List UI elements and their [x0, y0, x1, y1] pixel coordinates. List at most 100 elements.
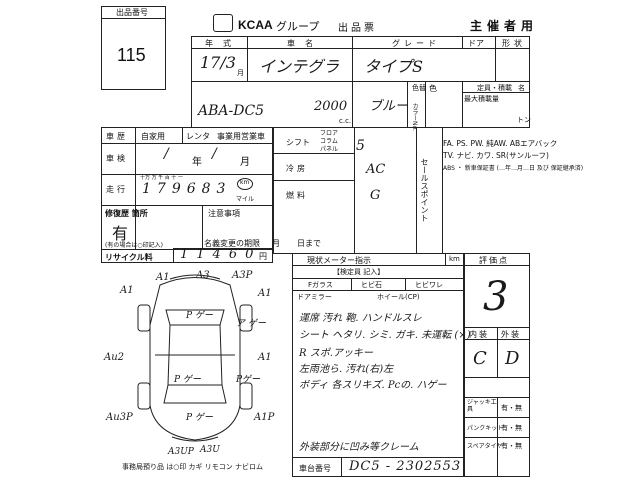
car-value: インテグラ [259, 57, 340, 76]
car-label: 車名 [287, 39, 323, 48]
repair-note: (有の場合は○印記入) [105, 242, 163, 249]
equipment-line3: ABS ・ 新車保証書 (…年…月…日 及び 保証継承済) [443, 165, 584, 172]
month-label: 月 [237, 69, 244, 77]
jack-value: 有・無 [501, 404, 522, 412]
shift-value: 5 [356, 138, 365, 154]
mileage-km: km [240, 179, 250, 186]
inspection-line-2: R スポ.アッキー [299, 348, 373, 359]
lot-box: 出品番号 115 [101, 6, 166, 90]
notes-label: 注意事項 [208, 209, 240, 218]
damage-tag-4: A1 [258, 288, 272, 299]
damage-tag-14: P ゲー [186, 413, 213, 423]
windshield [165, 309, 225, 326]
car-body-outline [149, 277, 241, 441]
score-value: 3 [483, 274, 509, 320]
mileage-digits: 179683 [142, 181, 232, 197]
interior-value: C [473, 348, 487, 369]
legend-text: 事務局預り品 は○印 カギ リモコン ナビロム [122, 463, 264, 471]
damage-tag-0: A1 [156, 272, 170, 283]
chassis-value: DC5 - 2302553 [349, 459, 462, 474]
damage-tag-11: P ゲー [186, 311, 213, 321]
header-organizer: 主催者用 [470, 19, 539, 33]
mileage-units: 十万 万 千 百 十 一 [140, 175, 183, 181]
history-dealer: 営業車 [241, 132, 265, 141]
shaken-label: 車検 [106, 154, 128, 163]
front-right-tire [239, 304, 253, 332]
model-value: ABA-DC5 [198, 103, 265, 119]
shift-panel: パネル [320, 146, 339, 153]
repair-label: 修復歴 箇所 [105, 209, 148, 218]
mirror-label: ドアミラー [297, 293, 332, 301]
fuel-value: G [370, 188, 381, 203]
person-unit: 名 [518, 84, 525, 92]
report-title: 【検定員 記入】 [333, 268, 385, 276]
lot-number: 115 [117, 45, 146, 65]
inspection-line-4: ボディ 各スリキズ. Pcの. ハゲー [299, 380, 447, 391]
load-label: 最大積載量 [464, 95, 499, 103]
logo-mark [213, 14, 233, 32]
shaken-slash-1: / [164, 146, 169, 162]
cc-value: 2000 [314, 99, 348, 114]
damage-tag-5: Au2 [104, 352, 125, 363]
shift-column: コラム [320, 138, 338, 145]
damage-tag-12: ア ゲー [236, 319, 266, 329]
inspection-line-0: 運席 汚れ 鞄. ハンドルスレ [299, 313, 422, 324]
damage-tag-1: A3 [196, 270, 210, 281]
glass-label: Fガラス [308, 281, 333, 289]
transfer-day: 日まで [297, 239, 321, 248]
exterior-label: 外装 [501, 330, 521, 339]
equipment-line2: TV. ナビ. カワ. SR(サンルーフ) [443, 151, 549, 160]
lot-label: 出品番号 [116, 8, 148, 17]
bumper-rear [171, 436, 219, 442]
meter-title: 現状メーター指示 [307, 256, 371, 265]
rear-right-tire [239, 382, 253, 410]
history-rental: レンタ [186, 132, 210, 141]
shift-floor: フロア [320, 130, 339, 137]
ton-unit: トン [517, 116, 531, 124]
color-value: ブルー [369, 99, 409, 114]
inspection-line-7: 外装部分に凹み等クレーム [299, 442, 419, 453]
color-no-label: カラーNo. [411, 103, 418, 131]
sales-point-label: セールスポイント [420, 158, 429, 222]
chassis-label: 車台番号 [299, 464, 331, 473]
wheel-label: ホイール(CP) [377, 293, 420, 301]
recycle-yen: 円 [259, 252, 267, 261]
shaken-month: 月 [240, 157, 250, 168]
damage-tag-13: P ゲー [174, 375, 201, 385]
km-circle [237, 178, 253, 190]
stone-label: ヒビ石 [361, 281, 382, 289]
mileage-label: 走行 [106, 185, 128, 194]
grade-value: タイプS [364, 57, 423, 76]
puncture-value: 有・無 [501, 424, 522, 432]
door-label: ドア [468, 39, 484, 48]
inspection-line-1: シート ヘタリ. シミ. ガキ. 未運転 (×) [299, 330, 471, 341]
car-diagram [137, 274, 253, 442]
front-left-tire [137, 304, 151, 332]
transfer-label: 名義変更の期限 [204, 239, 260, 248]
rear-left-tire [137, 382, 151, 410]
shaken-year: 年 [192, 157, 202, 168]
history-self: 自家用 [141, 132, 165, 141]
shift-label: シフト [286, 138, 310, 147]
damage-tag-2: A3P [232, 270, 253, 281]
transfer-month: 月 [272, 239, 280, 248]
history-business: 事業用 [217, 132, 241, 141]
seats-label: 定員・積載 [477, 84, 512, 92]
exterior-value: D [505, 348, 520, 369]
score-box: 評価点 3 内装 外装 C D ジャッキ工具 有・無 パンクキット 有・無 スペ… [464, 253, 530, 477]
equipment-line1: FA. PS. PW. 純AW. ABエアバック [443, 139, 558, 148]
shift-type-label: 形状 [502, 39, 526, 48]
shift-table: シフト フロア コラム パネル 5 冷房 AC 燃料 G セールスポイント [273, 127, 443, 254]
year-value: 17/3 [200, 53, 236, 72]
damage-tag-7: Au3P [106, 412, 133, 423]
header-doc: 出品票 [338, 23, 377, 34]
damage-tag-8: A1P [254, 412, 275, 423]
inspection-line-3: 左雨池ら. 汚れ(右)左 [299, 364, 394, 375]
header-group: グループ [276, 20, 320, 33]
year-label: 年式 [205, 39, 241, 48]
grade-label: グレード [392, 39, 440, 48]
cooling-value: AC [366, 162, 386, 177]
info-table: 年式 車名 グレード ドア 形状 17/3 月 インテグラ タイプS ABA-D… [191, 36, 531, 131]
inspection-box: 現状メーター指示 km 【検定員 記入】 Fガラス ヒビ石 ヒビワレ ドアミラー… [292, 253, 471, 477]
damage-tag-9: A3U [200, 445, 220, 455]
